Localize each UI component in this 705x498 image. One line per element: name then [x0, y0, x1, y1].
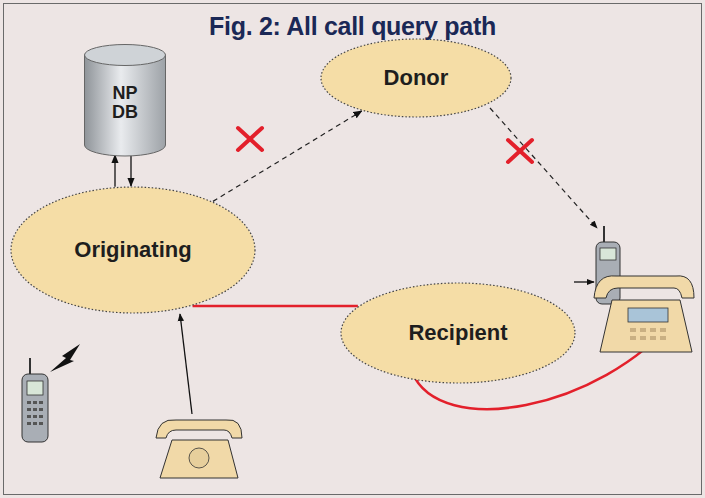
- node-label: Originating: [74, 237, 191, 263]
- access-arrow: [180, 314, 192, 414]
- node-label: NP DB: [102, 84, 148, 122]
- blocked-path: [490, 108, 597, 228]
- network-ellipse: Originating: [10, 186, 256, 314]
- connector: [213, 111, 362, 201]
- frame: [4, 4, 702, 495]
- desk-phone: [156, 420, 242, 478]
- network-ellipse: Donor: [320, 38, 512, 118]
- network-ellipse: Recipient: [340, 282, 576, 384]
- figure-title: Fig. 2: All call query path: [0, 12, 705, 41]
- connector: [193, 305, 358, 308]
- node-label: Donor: [384, 65, 449, 91]
- node-label: Recipient: [408, 320, 507, 346]
- database-cylinder: NP DB: [84, 44, 166, 156]
- radio-link: [50, 344, 80, 372]
- connector: [130, 155, 131, 186]
- x-mark: [508, 140, 532, 162]
- x-mark: [238, 128, 262, 150]
- desk-phone: [594, 276, 694, 352]
- connector: [114, 155, 115, 187]
- mobile-phone: [22, 358, 48, 442]
- delivery-arrow: [574, 281, 594, 282]
